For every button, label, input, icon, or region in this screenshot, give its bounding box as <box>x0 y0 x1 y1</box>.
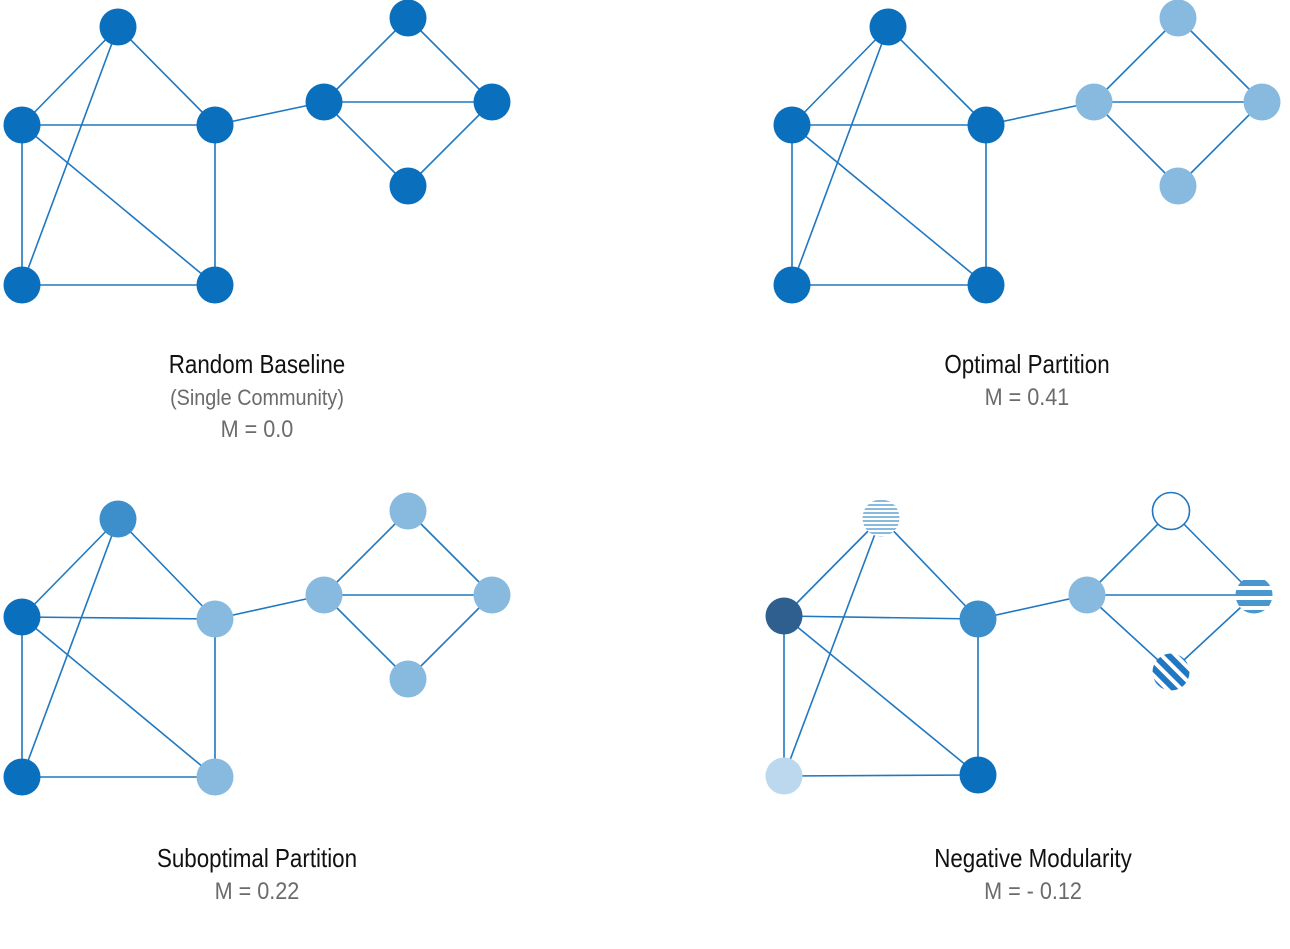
graph-edge <box>887 26 987 126</box>
caption-random-baseline: Random Baseline (Single Community) M = 0… <box>7 346 507 446</box>
graph-edge <box>880 517 979 620</box>
graph-edge <box>21 616 216 620</box>
graph-panel-optimal-partition <box>773 0 1281 304</box>
graph-node <box>196 600 234 638</box>
graph-edge <box>1177 17 1263 103</box>
graph-edge <box>117 518 216 620</box>
caption-optimal-partition: Optimal Partition M = 0.41 <box>777 346 1277 414</box>
graph-edge <box>791 124 987 286</box>
graph-edge <box>977 594 1088 620</box>
graph-edge <box>323 594 409 680</box>
graph-edge <box>783 774 979 777</box>
panel-title: Random Baseline <box>168 349 346 379</box>
graph-node <box>196 266 234 304</box>
graph-node <box>305 83 343 121</box>
modularity-value: M = 0.22 <box>214 878 300 905</box>
graph-panel-negative-modularity <box>765 491 1273 795</box>
panel-title: Optimal Partition <box>944 349 1110 379</box>
modularity-value: M = 0.41 <box>984 384 1070 411</box>
graph-node <box>765 757 803 795</box>
graph-node <box>305 576 343 614</box>
caption-suboptimal-partition: Suboptimal Partition M = 0.22 <box>7 840 507 908</box>
graph-node <box>1159 167 1197 205</box>
graph-edge <box>21 518 119 618</box>
graph-node <box>1235 576 1273 614</box>
graph-node <box>196 758 234 796</box>
graph-edge <box>783 615 979 620</box>
graph-node <box>1068 576 1106 614</box>
graph-edge <box>1093 17 1179 103</box>
graph-node <box>389 167 427 205</box>
graph-node <box>3 758 41 796</box>
graph-node <box>473 576 511 614</box>
graph-edge <box>21 26 119 286</box>
graph-node <box>1152 653 1190 691</box>
panel-subtitle: (Single Community) <box>170 385 344 410</box>
panel-title: Suboptimal Partition <box>156 843 358 873</box>
graph-node <box>1159 0 1197 37</box>
graph-edge <box>1086 510 1172 596</box>
graph-edge <box>407 594 493 680</box>
graph-node <box>1075 83 1113 121</box>
graph-node <box>773 106 811 144</box>
graph-edge <box>214 101 325 126</box>
graph-edge <box>323 510 409 596</box>
graph-node <box>99 500 137 538</box>
graph-node <box>389 492 427 530</box>
graph-edge <box>214 594 325 620</box>
graph-edge <box>791 26 889 126</box>
panel-title: Negative Modularity <box>934 843 1132 873</box>
graph-edge <box>323 17 409 103</box>
graph-edge <box>21 616 216 778</box>
graph-panel-random-baseline <box>3 0 511 304</box>
graph-edge <box>21 26 119 126</box>
graph-node <box>3 266 41 304</box>
graph-node <box>1243 83 1281 121</box>
graph-edge <box>1177 101 1263 187</box>
graph-edge <box>1086 594 1172 673</box>
graph-panel-suboptimal-partition <box>3 492 511 796</box>
graph-edge <box>791 26 889 286</box>
graph-edge <box>21 518 119 778</box>
graph-edge <box>783 517 882 777</box>
graph-node <box>1151 491 1191 531</box>
caption-negative-modularity: Negative Modularity M = - 0.12 <box>783 840 1283 908</box>
graph-node <box>389 660 427 698</box>
graph-node <box>862 499 900 537</box>
graph-node <box>959 600 997 638</box>
graph-node <box>959 756 997 794</box>
graph-node <box>869 8 907 46</box>
graph-node <box>765 597 803 635</box>
graph-node <box>3 106 41 144</box>
graph-edge <box>783 615 979 776</box>
graph-edge <box>1170 594 1255 673</box>
graph-node <box>967 266 1005 304</box>
graph-edge <box>21 124 216 286</box>
graph-edge <box>407 510 493 596</box>
graph-node <box>389 0 427 37</box>
graph-edge <box>1170 510 1255 596</box>
graph-node <box>967 106 1005 144</box>
modularity-value: M = - 0.12 <box>984 878 1082 905</box>
graph-node <box>3 598 41 636</box>
graph-node <box>196 106 234 144</box>
graph-edge <box>407 101 493 187</box>
modularity-value: M = 0.0 <box>220 416 294 443</box>
graph-edge <box>783 517 882 617</box>
graph-node <box>473 83 511 121</box>
graph-edge <box>117 26 216 126</box>
graph-edge <box>1093 101 1179 187</box>
graph-edge <box>323 101 409 187</box>
graph-node <box>99 8 137 46</box>
graph-node <box>773 266 811 304</box>
graph-edge <box>407 17 493 103</box>
